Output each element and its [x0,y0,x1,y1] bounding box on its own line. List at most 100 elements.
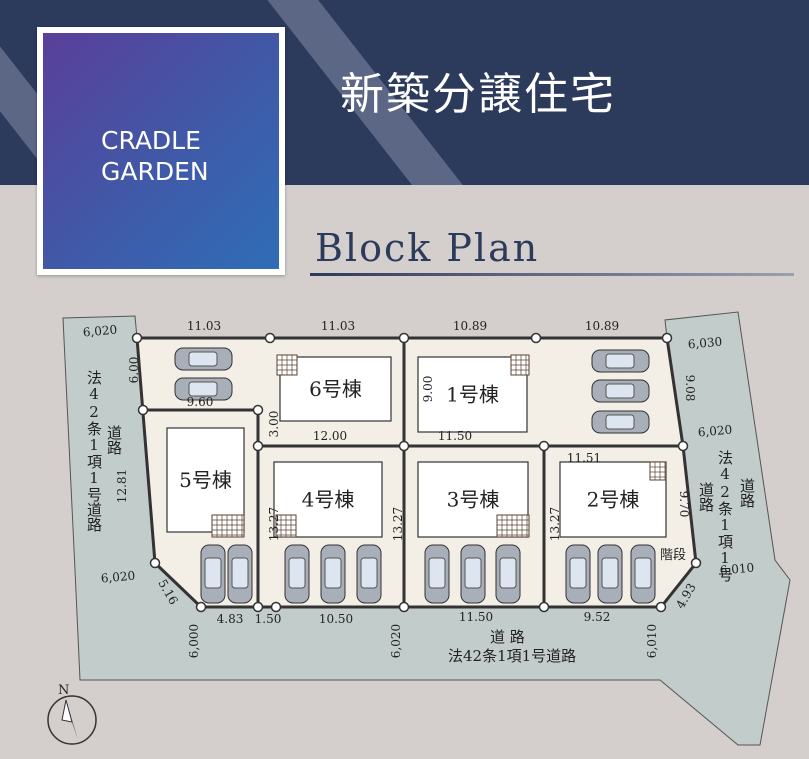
car-icon [320,544,346,604]
building-6: 6号棟 [279,356,392,422]
dimension-label: 6,010 [645,624,659,658]
dimension-label: 6,020 [82,323,117,340]
car-icon [356,544,382,604]
dimension-label: 3.00 [267,411,281,438]
dimension-label: 9.08 [683,375,697,402]
car-icon [495,544,521,604]
left-road-label-road: 道路 [105,425,123,455]
car-icon [565,544,591,604]
bottom-road-title: 道 路 [490,628,525,646]
boundary-marker [538,601,550,613]
boundary-marker [252,404,264,416]
dimension-label: 12.81 [115,469,129,503]
dimension-label: 6,020 [100,569,135,586]
right-road-label: 法42条1項1号 [716,450,734,582]
boundary-marker [149,557,161,569]
dimension-label: 10.89 [585,319,619,333]
boundary-marker [398,601,410,613]
dimension-label: 9.70 [677,491,691,518]
car-icon [597,544,623,604]
building-label: 1号棟 [446,383,499,407]
dimension-label: 11.50 [438,429,472,443]
boundary-marker [398,332,410,344]
dimension-label: 9.00 [421,376,435,403]
dimension-label: 11.03 [187,319,221,333]
lot-lines [135,336,698,609]
car-icon [284,544,310,604]
right-road-label-road: 道路 [738,478,756,508]
entrance-grid [510,354,530,376]
dimension-label: 10.89 [453,319,487,333]
building-3: 3号棟 [417,461,529,538]
entrance-grid [211,514,245,538]
car-icon [591,349,650,373]
block-plan-heading: Block Plan [315,226,540,270]
boundary-marker [252,601,264,613]
lot-area [137,338,696,607]
dimension-label: 12.00 [313,429,347,443]
car-icon [630,544,656,604]
building-label: 2号棟 [587,488,640,512]
boundary-marker [530,332,542,344]
entrance-grid [496,514,530,538]
left-road-label: 法42条1項1号道路 [85,370,103,532]
stairs-label: 階段 [660,548,687,563]
dimension-label: 11.50 [459,610,493,624]
car-icon [227,544,253,604]
boundary-marker [131,332,143,344]
dimension-label: 6,020 [697,423,732,440]
car-icon [460,544,486,604]
car-icon [174,347,233,371]
right-road-label-road2: 道路 [697,482,715,512]
logo-line1: CRADLE [101,126,201,155]
boundary-marker [538,440,550,452]
building-label: 6号棟 [309,377,362,401]
dimension-label: 6.00 [127,357,141,384]
dimension-label: 1.50 [255,612,282,626]
building-label: 4号棟 [302,488,355,512]
building-label: 5号棟 [179,468,232,492]
car-icon [424,544,450,604]
dimension-label: 6,000 [187,624,201,658]
building-2: 2号棟 [559,461,667,538]
logo: CRADLE GARDEN [37,27,285,275]
car-icon [174,377,233,401]
boundary-marker [137,404,149,416]
dimension-label: 13.27 [391,507,405,541]
entrance-grid [649,461,667,481]
dimension-label: 9.60 [187,395,214,409]
boundary-marker [690,557,702,569]
dimension-label: 13.27 [267,507,281,541]
heading-underline [310,273,794,276]
boundary-marker [677,440,689,452]
dimension-label: 9.52 [584,610,611,624]
dimension-label: 11.51 [567,451,601,465]
dimension-label: 6,030 [687,335,722,352]
compass-north: N [58,683,69,698]
car-icon [200,544,226,604]
dimension-label: 13.27 [548,507,562,541]
car-icon [591,379,650,403]
boundary-marker [195,601,207,613]
boundary-marker [264,332,276,344]
building-1: 1号棟 [417,356,528,433]
boundary-marker [398,440,410,452]
building-5: 5号棟 [166,427,245,533]
boundary-marker [661,332,673,344]
dimension-label: 10.50 [319,612,353,626]
car-icon [591,410,650,434]
logo-line2: GARDEN [101,157,209,186]
bottom-road-label: 法42条1項1号道路 [448,647,577,665]
compass: N [47,683,97,745]
boundary-marker [252,440,264,452]
dimension-label: 4.83 [217,612,244,626]
boundary-marker [270,601,282,613]
page-title: 新築分譲住宅 [340,69,616,120]
entrance-grid [275,514,297,538]
boundary-marker [655,601,667,613]
dimension-label: 6,020 [389,624,403,658]
entrance-grid [276,354,298,376]
building-label: 3号棟 [447,488,500,512]
dimension-label: 6,010 [719,561,754,578]
